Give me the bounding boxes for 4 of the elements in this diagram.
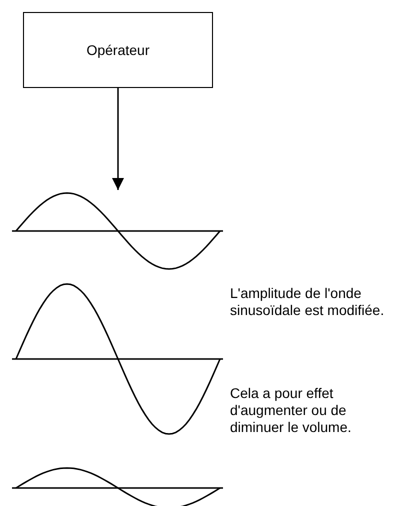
process-box: Opérateur [23, 12, 213, 88]
note-text: L'amplitude de l'onde sinusoïdale est modifiée. [230, 285, 386, 319]
note-text: Cela a pour effet d'augmenter ou de diminuer le volume. [230, 385, 352, 436]
arrow [112, 88, 124, 190]
